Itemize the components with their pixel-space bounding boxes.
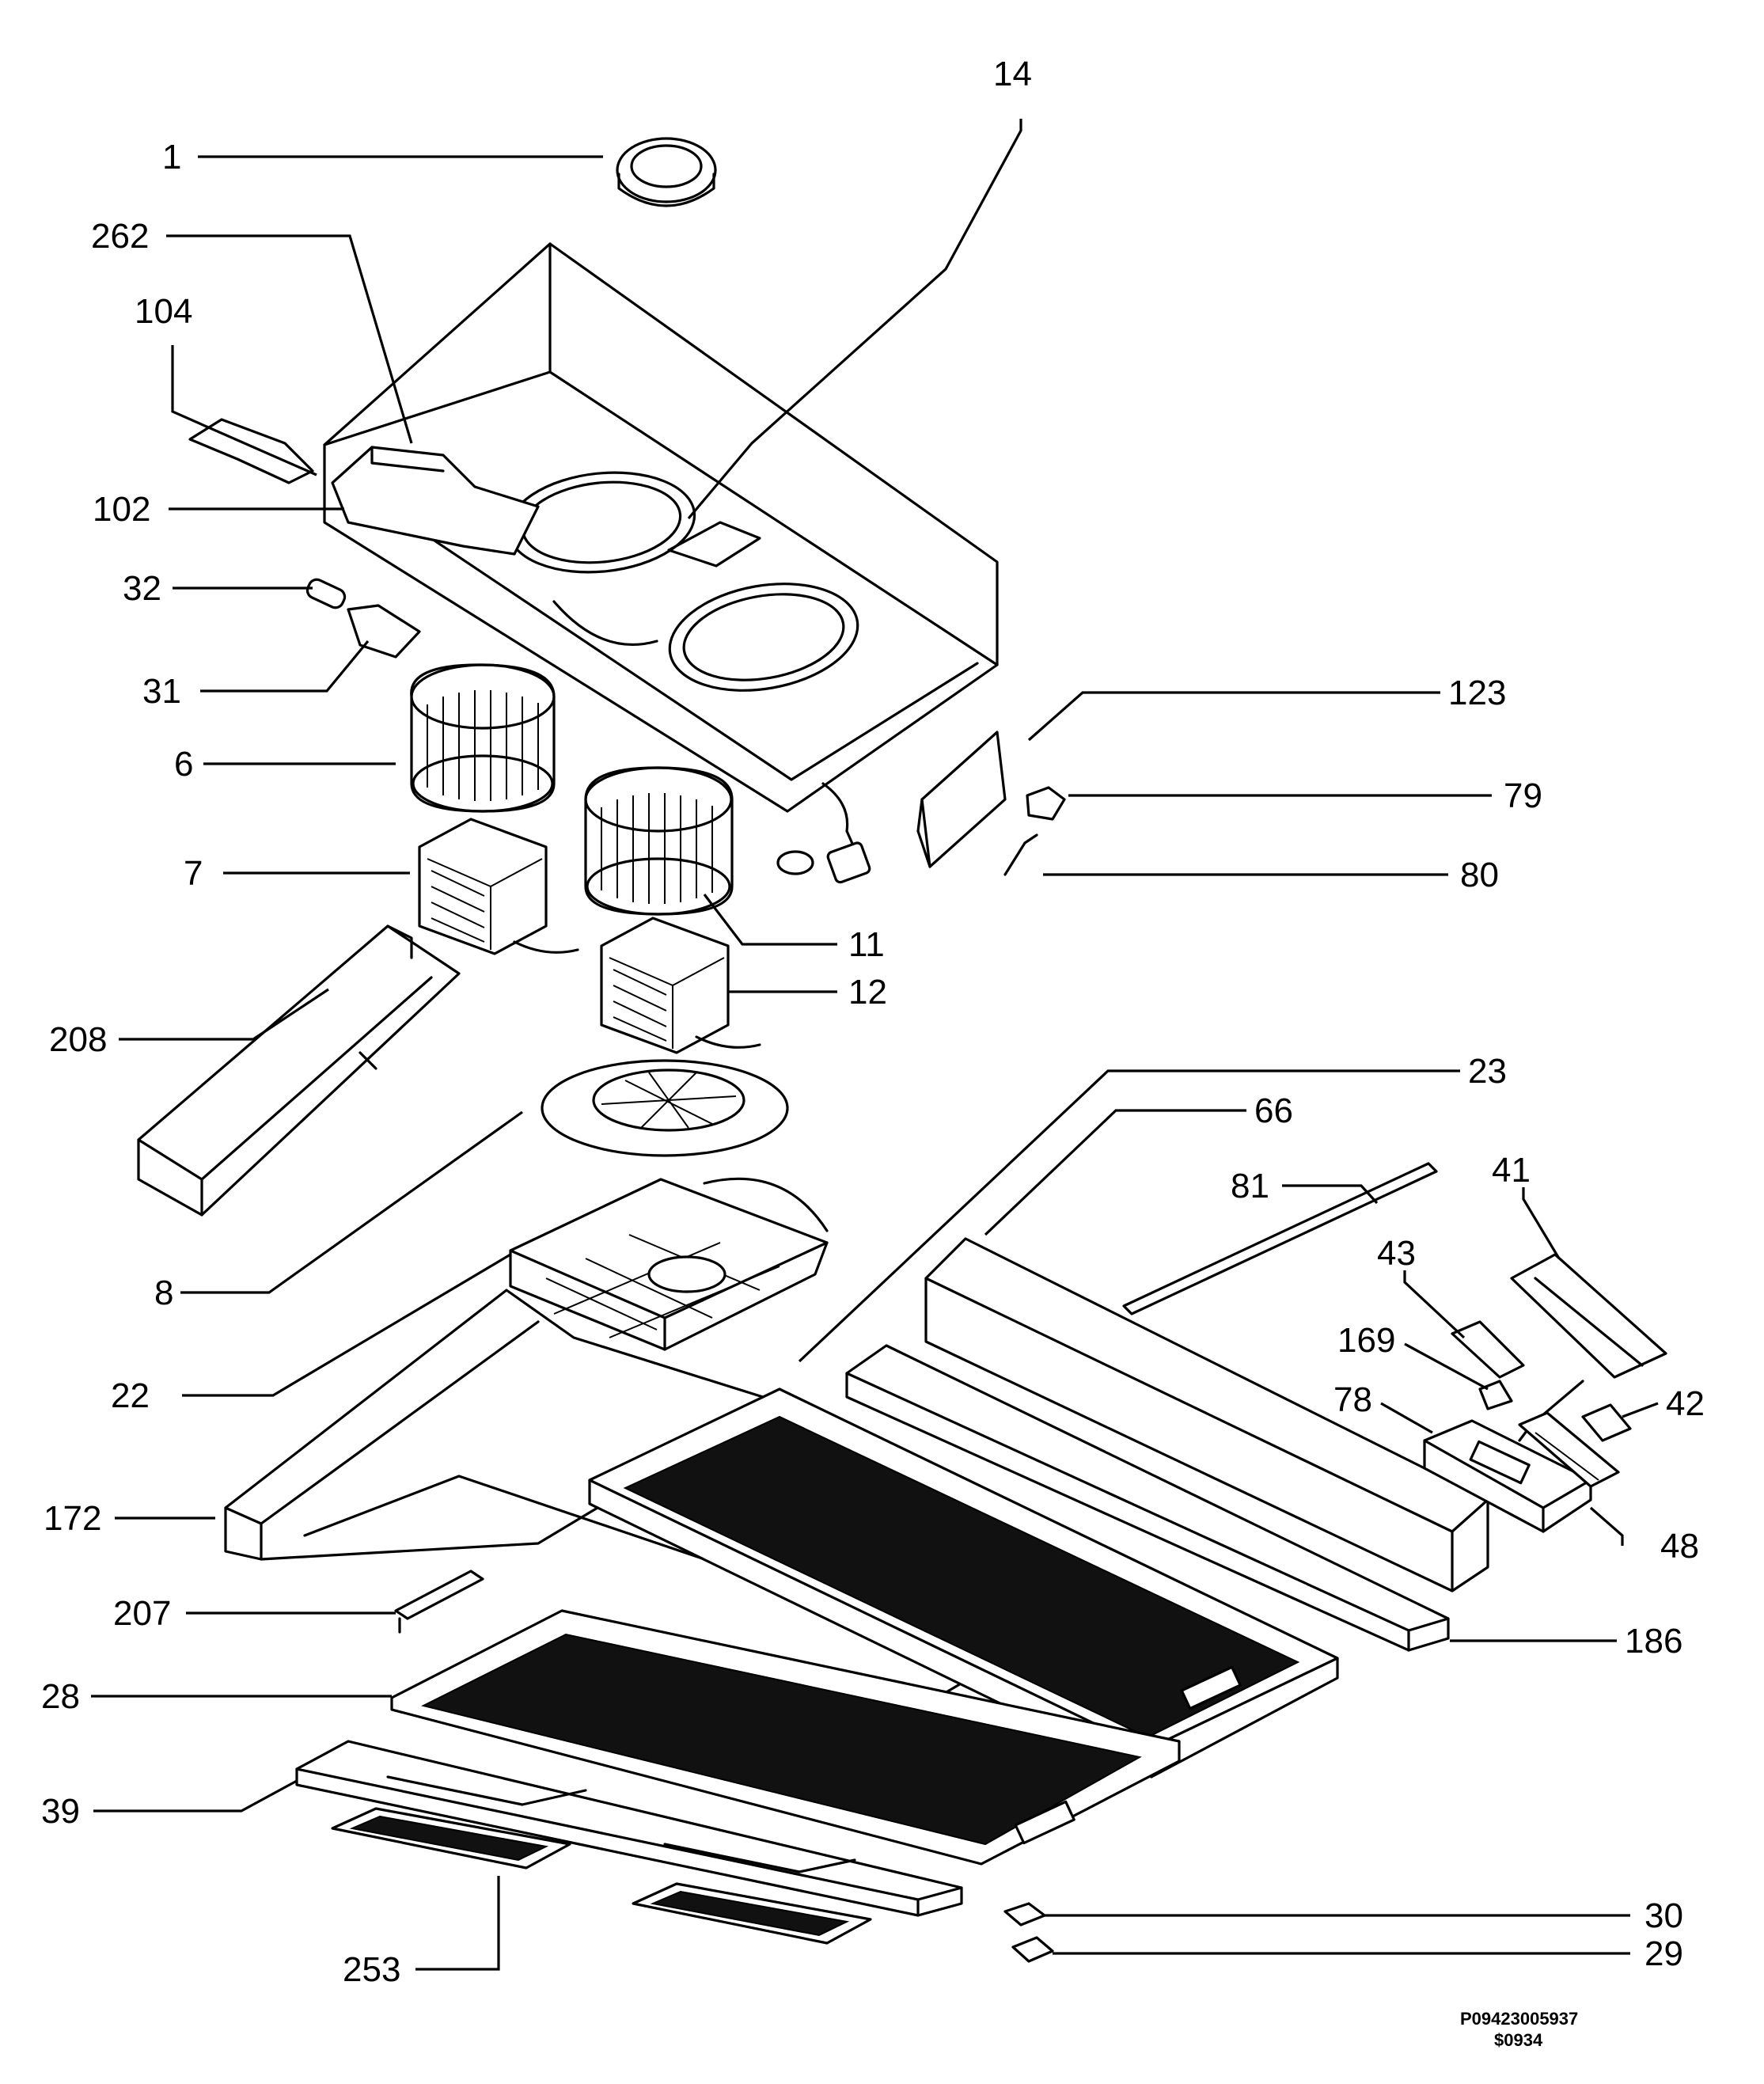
callout-186: 186 (1625, 1622, 1682, 1661)
callout-32: 32 (123, 569, 161, 608)
part-1-flange-ring (616, 137, 717, 207)
part-22-plenum (509, 1177, 829, 1351)
callout-6: 6 (174, 745, 193, 784)
part-39-light-panel (295, 1740, 963, 1917)
part-28-filter (390, 1609, 1181, 1866)
callout-102: 102 (93, 490, 150, 529)
callout-42: 42 (1666, 1384, 1705, 1423)
callout-39: 39 (41, 1792, 80, 1831)
part-42-button (1581, 1403, 1632, 1442)
callout-80: 80 (1460, 856, 1499, 894)
part-102-cover (331, 446, 540, 556)
part-43-button (1451, 1320, 1525, 1379)
revision-code: $0934 (1494, 2030, 1543, 2050)
part-7-motor (418, 818, 579, 955)
part-31-lampholder (347, 604, 421, 659)
callout-43: 43 (1377, 1234, 1416, 1273)
callout-22: 22 (111, 1376, 150, 1415)
callout-208: 208 (49, 1020, 107, 1059)
part-186-rail (845, 1344, 1450, 1652)
callout-253: 253 (343, 1950, 400, 1989)
callout-172: 172 (44, 1499, 101, 1538)
part-66-rail (924, 1237, 1489, 1592)
callout-169: 169 (1337, 1321, 1395, 1360)
leader-lines (91, 119, 1659, 1971)
callout-66: 66 (1254, 1091, 1293, 1130)
part-32-lamp (305, 578, 347, 609)
part-29-clip (1011, 1936, 1054, 1963)
callout-7: 7 (184, 854, 203, 893)
callout-31: 31 (142, 672, 181, 711)
callout-8: 8 (154, 1274, 173, 1312)
part-6-impeller (410, 663, 556, 813)
callout-1: 1 (162, 138, 181, 177)
part-81-bar (1122, 1162, 1438, 1315)
drawing-number: P09423005937 (1460, 2009, 1578, 2029)
part-169-clip (1478, 1380, 1513, 1410)
part-208-duct (137, 924, 461, 1217)
part-30-clip (1003, 1902, 1046, 1926)
callout-23: 23 (1468, 1052, 1507, 1091)
part-253-lamp-strip (331, 1807, 872, 1945)
callout-41: 41 (1492, 1151, 1531, 1190)
callout-14: 14 (993, 55, 1032, 93)
drawing-footer: P09423005937 $0934 (1460, 2009, 1578, 2050)
part-11-impeller (584, 766, 734, 916)
callout-262: 262 (91, 217, 149, 256)
callout-28: 28 (41, 1677, 80, 1716)
callout-12: 12 (848, 973, 887, 1012)
part-80-pin (1003, 833, 1038, 876)
part-78-switch-housing (1423, 1419, 1592, 1533)
part-79-switch (1026, 786, 1066, 821)
callout-123: 123 (1448, 674, 1506, 712)
part-12-motor (600, 917, 761, 1054)
callout-30: 30 (1645, 1896, 1683, 1935)
callout-78: 78 (1333, 1380, 1372, 1419)
callout-11: 11 (848, 925, 885, 964)
callout-79: 79 (1504, 776, 1542, 815)
part-123-switch-box (916, 731, 1007, 868)
part-104-clip (188, 418, 314, 484)
callout-207: 207 (113, 1594, 171, 1633)
callout-48: 48 (1660, 1527, 1699, 1566)
callout-29: 29 (1645, 1934, 1683, 1973)
callout-81: 81 (1231, 1167, 1269, 1205)
callout-104: 104 (135, 292, 192, 331)
callout-labels: 1 14 262 104 102 32 31 6 7 11 12 123 79 … (41, 55, 1705, 1989)
part-207-latch (394, 1570, 484, 1634)
part-41-control-plate (1510, 1253, 1667, 1442)
part-48-switch-board (1518, 1411, 1620, 1488)
part-8-fan-base (541, 1059, 789, 1157)
